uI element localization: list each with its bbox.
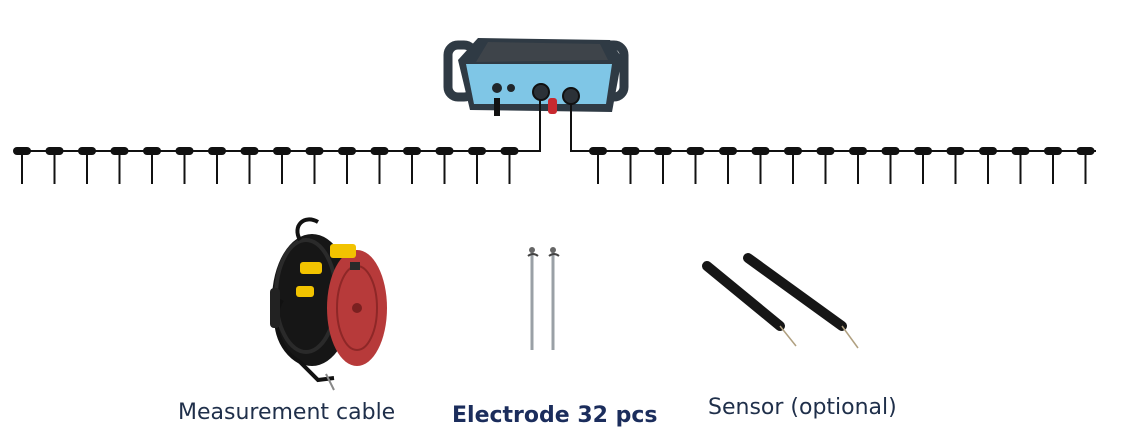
electrode-node [622,147,640,155]
electrode-node [273,147,291,155]
electrode-node [979,147,997,155]
electrode-node [501,147,519,155]
electrode-node [306,147,324,155]
electrode-node [436,147,454,155]
electrode-node [338,147,356,155]
electrode-node [143,147,161,155]
electrode-node [817,147,835,155]
electrode-node [46,147,64,155]
electrode-node [654,147,672,155]
measurement-cable-caption: Measurement cable [178,400,395,425]
electrode-node [371,147,389,155]
electrode-node [784,147,802,155]
electrode-node [849,147,867,155]
right-electrode-array [588,147,1096,184]
electrode-node [947,147,965,155]
electrode-node [241,147,259,155]
electrode-node [111,147,129,155]
electrode-node [914,147,932,155]
electrode-node [403,147,421,155]
electrode-node [208,147,226,155]
cable-reel-icon [270,219,387,390]
electrode-node [13,147,31,155]
electrode-node [752,147,770,155]
electrode-node [1077,147,1095,155]
left-electrode-array [13,147,520,184]
sensor-probe-icon [707,258,858,348]
electrode-node [687,147,705,155]
electrode-node [589,147,607,155]
sensor-caption: Sensor (optional) [708,395,897,420]
electrode-node [176,147,194,155]
electrode-node [1012,147,1030,155]
electrode-node [719,147,737,155]
electrode-node [1044,147,1062,155]
electrode-stake-icon [528,247,559,350]
electrode-node [78,147,96,155]
electrode-node [882,147,900,155]
electrode-node [468,147,486,155]
resistivity-meter-icon [448,38,624,116]
electrode-count-caption: Electrode 32 pcs [452,403,658,428]
